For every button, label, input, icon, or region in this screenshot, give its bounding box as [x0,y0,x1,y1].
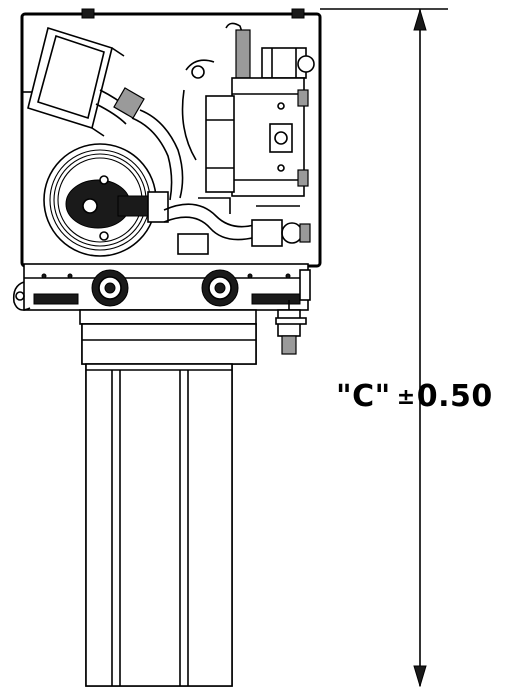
tolerance-value: 0.50 [416,379,493,414]
hoses [163,197,311,255]
fill-cap [27,26,184,201]
base-plate [12,263,311,325]
arrowhead-bottom [413,665,427,687]
release-valve [275,300,307,355]
plus-minus-symbol: ± [396,385,416,410]
reservoir [81,323,257,687]
pump-wheel [43,143,169,257]
motor-box [181,77,309,197]
arrowhead-top [413,8,427,31]
dimension-name: "C" [336,379,391,414]
dimension-c [320,8,448,687]
dimension-label: "C"±0.50 [336,379,493,414]
top-fittings [185,22,315,79]
